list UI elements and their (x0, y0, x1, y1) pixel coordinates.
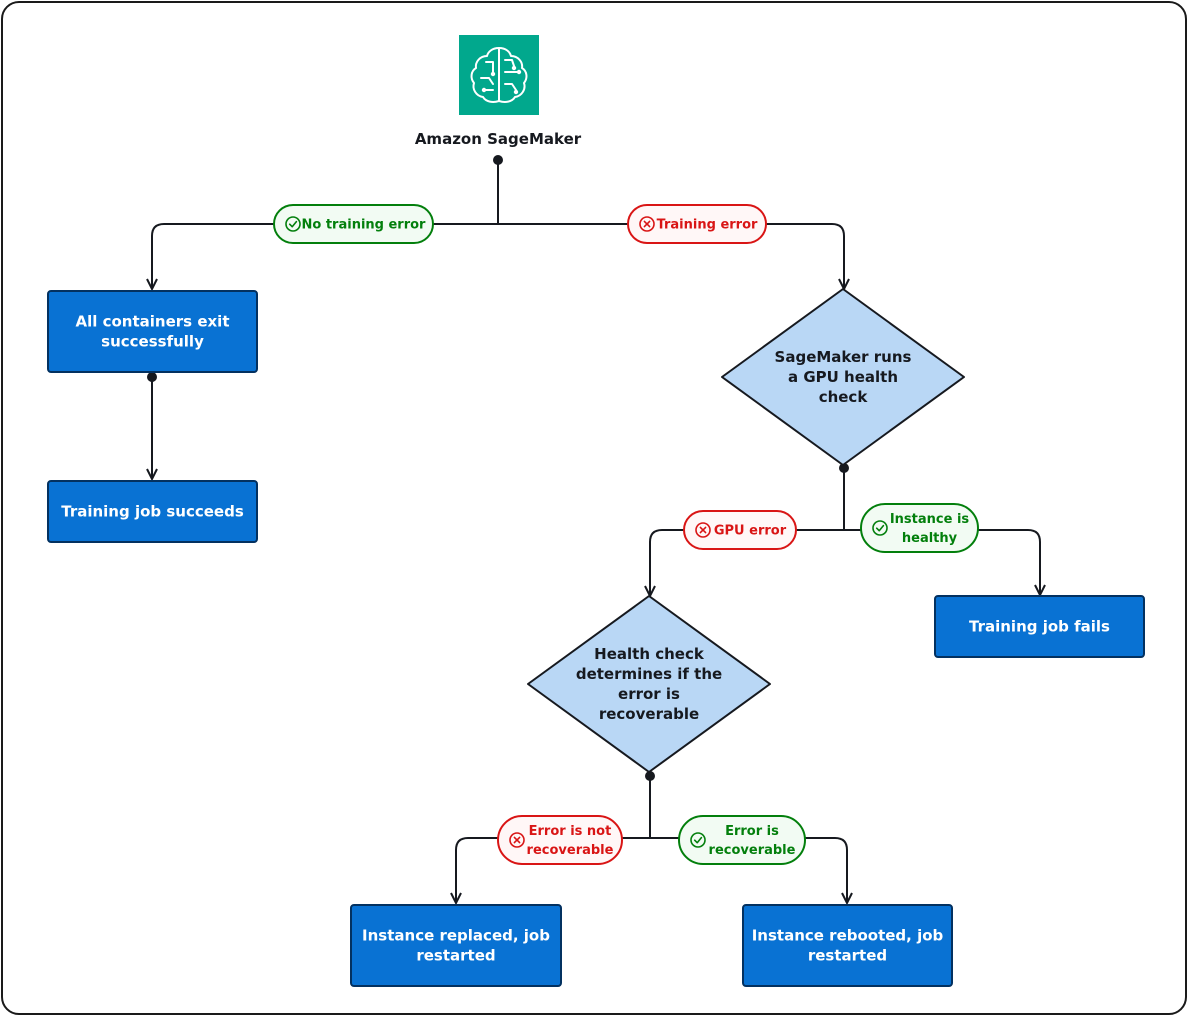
node-containers-exit-line: All containers exit (76, 313, 230, 331)
decision-error-recoverable: Health check determines if the error is rec… (527, 595, 771, 773)
connector-no-training-error (152, 223, 498, 289)
decision-error-recoverable-line: Health check (594, 645, 705, 663)
service-title: Amazon SageMaker (415, 130, 582, 148)
node-instance-rebooted: Instance rebooted, job restarted (742, 904, 953, 987)
edge-label-not-recoverable-text: recoverable (527, 843, 614, 858)
node-instance-replaced-line: Instance replaced, job (362, 927, 550, 945)
check-circle-icon (285, 216, 301, 232)
connector-instance-healthy (844, 529, 1040, 595)
node-job-succeeds-line: Training job succeeds (61, 503, 244, 521)
check-circle-icon (690, 832, 706, 848)
decision-gpu-health-check-line: a GPU health (788, 368, 898, 386)
edge-label-recoverable-text: Error is (725, 824, 779, 839)
node-containers-exit: All containers exit successfully (47, 290, 258, 373)
connector-not-recoverable (456, 837, 650, 903)
x-circle-icon (639, 216, 655, 232)
x-circle-icon (695, 522, 711, 538)
edge-label-gpu-error: GPU error (683, 510, 797, 550)
decision-error-recoverable-line: determines if the (576, 665, 722, 683)
edge-label-not-recoverable-text: Error is not (529, 824, 612, 839)
decision-error-recoverable-line: error is (618, 685, 680, 703)
edge-label-not-recoverable: Error is not recoverable (497, 815, 623, 865)
connector-recoverable (650, 837, 847, 903)
connector-gpu-error (650, 529, 844, 596)
edge-label-no-training-error-text: No training error (302, 218, 427, 233)
node-instance-replaced-line: restarted (416, 947, 495, 965)
node-instance-replaced: Instance replaced, job restarted (350, 904, 562, 987)
decision-error-recoverable-line: recoverable (599, 705, 699, 723)
connectors (147, 155, 1040, 903)
edge-label-instance-healthy-text: Instance is (890, 512, 970, 527)
node-containers-exit-line: successfully (101, 333, 204, 351)
edge-label-gpu-error-text: GPU error (714, 524, 787, 539)
node-instance-rebooted-line: restarted (808, 947, 887, 965)
edge-label-recoverable: Error is recoverable (678, 815, 806, 865)
edge-label-instance-healthy: Instance is healthy (860, 503, 979, 553)
node-job-fails: Training job fails (934, 595, 1145, 658)
decision-gpu-health-check-line: check (819, 388, 869, 406)
node-job-succeeds: Training job succeeds (47, 480, 258, 543)
node-instance-rebooted-line: Instance rebooted, job (752, 927, 944, 945)
x-circle-icon (509, 832, 525, 848)
edge-label-instance-healthy-text: healthy (902, 531, 958, 546)
decision-gpu-health-check-line: SageMaker runs (775, 348, 912, 366)
check-circle-icon (872, 520, 888, 536)
node-job-fails-line: Training job fails (969, 618, 1110, 636)
decision-gpu-health-check: SageMaker runs a GPU health check (721, 288, 965, 466)
edge-label-recoverable-text: recoverable (709, 843, 796, 858)
connector-training-error (498, 223, 844, 289)
edge-label-training-error: Training error (627, 204, 767, 244)
sagemaker-brain-icon (459, 35, 539, 115)
edge-label-no-training-error: No training error (273, 204, 434, 244)
edge-label-training-error-text: Training error (657, 218, 758, 233)
